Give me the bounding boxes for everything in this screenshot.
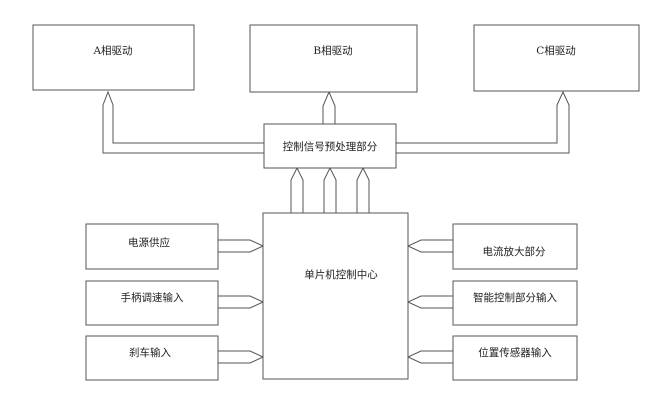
arrow-mcu-to-processor-3 bbox=[356, 166, 370, 214]
driver-box-b bbox=[249, 24, 418, 93]
arrow-throttle-input bbox=[217, 295, 265, 309]
input-label-position-sensor: 位置传感器输入 bbox=[478, 346, 552, 359]
arrow-to-driver-c bbox=[395, 90, 570, 154]
arrow-mcu-to-processor-2 bbox=[323, 166, 337, 214]
input-label-brake: 刹车输入 bbox=[129, 346, 171, 359]
input-box-current-amp bbox=[452, 223, 578, 270]
arrow-mcu-to-processor-1 bbox=[290, 166, 304, 214]
input-label-throttle: 手柄调速输入 bbox=[121, 291, 184, 304]
arrow-current-amp bbox=[406, 239, 454, 253]
input-label-smart-control: 智能控制部分输入 bbox=[473, 291, 557, 304]
signal-processor-label: 控制信号预处理部分 bbox=[283, 140, 378, 153]
driver-label-a: A相驱动 bbox=[92, 44, 132, 57]
arrow-to-driver-b bbox=[322, 90, 336, 125]
mcu-box bbox=[262, 212, 409, 380]
driver-box-c bbox=[473, 24, 640, 92]
input-box-position-sensor bbox=[452, 335, 578, 381]
arrow-smart-control bbox=[406, 295, 454, 309]
input-label-power: 电源供应 bbox=[128, 236, 170, 249]
driver-label-b: B相驱动 bbox=[313, 44, 352, 57]
input-label-current-amp: 电流放大部分 bbox=[483, 245, 546, 258]
arrow-position-sensor bbox=[406, 350, 454, 364]
input-box-smart-control bbox=[452, 280, 578, 326]
input-box-throttle bbox=[85, 280, 219, 326]
arrow-brake-input bbox=[217, 350, 265, 364]
arrow-to-driver-a bbox=[102, 90, 265, 154]
signal-processor-box bbox=[263, 123, 397, 169]
input-box-power bbox=[85, 223, 219, 270]
driver-box-a bbox=[32, 24, 195, 91]
mcu-label: 单片机控制中心 bbox=[304, 268, 378, 281]
arrow-power-supply bbox=[217, 239, 265, 253]
driver-label-c: C相驱动 bbox=[536, 44, 576, 57]
input-box-brake bbox=[85, 335, 219, 381]
